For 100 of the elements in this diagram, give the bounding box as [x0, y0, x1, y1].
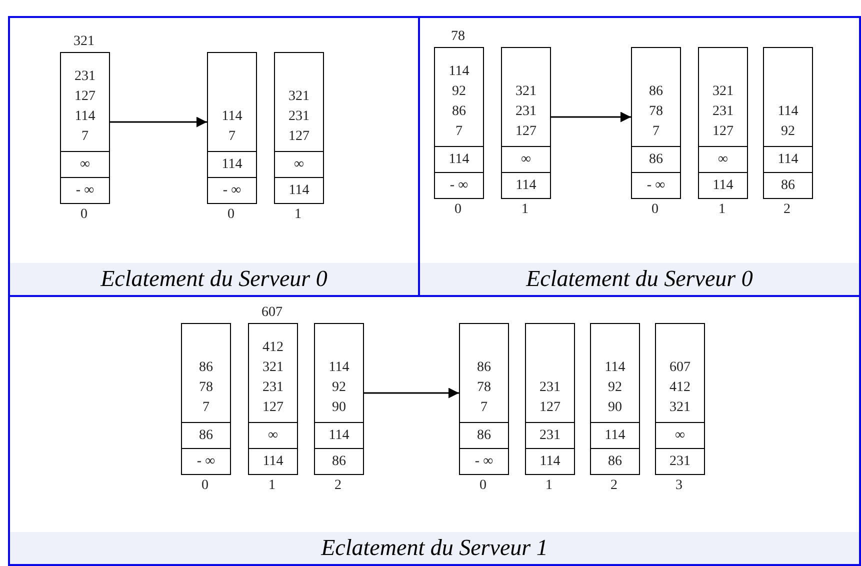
key-value: 321 — [516, 83, 536, 101]
bound-value: 114 — [315, 422, 363, 448]
bound-value: 114 — [275, 177, 323, 203]
bound-value: - ∞ — [182, 448, 230, 474]
key-value: 231 — [288, 108, 310, 126]
bound-value: ∞ — [249, 422, 297, 448]
bound-value: 114 — [526, 448, 574, 474]
bound-value: 114 — [208, 151, 256, 177]
key-value: 321 — [670, 399, 690, 417]
key-value: 607 — [670, 359, 690, 377]
key-value: 78 — [477, 379, 491, 397]
key-value: 231 — [540, 379, 560, 397]
bound-value: 114 — [764, 146, 812, 172]
key-value: 127 — [712, 123, 734, 141]
arrow — [364, 388, 459, 398]
key-value: 127 — [516, 123, 536, 141]
key-value: 114 — [222, 108, 242, 126]
caption-bar: Eclatement du Serveur 1 — [10, 532, 859, 564]
bucket-box — [248, 323, 298, 475]
key-value: 7 — [456, 123, 462, 141]
caption-bar: Eclatement du Serveur 0 — [420, 263, 859, 295]
bucket-box — [525, 323, 575, 475]
key-value: 78 — [199, 379, 213, 397]
arrow — [551, 112, 631, 122]
key-value: 231 — [712, 103, 734, 121]
bucket-box — [434, 47, 484, 199]
caption-bar: Eclatement du Serveur 0 — [10, 263, 418, 295]
panel-frame — [8, 295, 861, 566]
bound-value: 114 — [591, 422, 639, 448]
key-value: 231 — [262, 379, 284, 397]
bound-value: ∞ — [61, 151, 109, 177]
bound-value: ∞ — [502, 146, 550, 172]
bucket-box — [698, 47, 748, 199]
key-value: 7 — [228, 128, 236, 146]
bucket-number: 1 — [294, 207, 302, 223]
key-value: 92 — [781, 123, 795, 141]
bound-value: 114 — [502, 172, 550, 198]
key-value: 114 — [778, 103, 798, 121]
key-value: 412 — [670, 379, 690, 397]
key-value: 92 — [452, 83, 466, 101]
bound-value: ∞ — [656, 422, 704, 448]
overflow-key: 607 — [248, 305, 296, 321]
bound-value: 86 — [764, 172, 812, 198]
bound-value: 231 — [656, 448, 704, 474]
bucket-number: 0 — [454, 202, 462, 218]
key-value: 321 — [288, 88, 310, 106]
bucket-number: 0 — [650, 202, 660, 218]
key-value: 114 — [448, 63, 470, 81]
overflow-key: 321 — [60, 34, 108, 50]
key-value: 7 — [82, 128, 88, 146]
key-value: 114 — [328, 359, 350, 377]
panel-frame — [8, 16, 420, 297]
key-value: 7 — [480, 399, 488, 417]
overflow-key: 78 — [434, 29, 482, 45]
bucket-number: 3 — [674, 478, 684, 494]
key-value: 7 — [202, 399, 210, 417]
key-value: 78 — [649, 103, 663, 121]
bound-value: 86 — [182, 422, 230, 448]
bound-value: - ∞ — [435, 172, 483, 198]
bucket-number: 2 — [334, 478, 342, 494]
bound-value: 114 — [435, 146, 483, 172]
key-value: 92 — [332, 379, 346, 397]
bucket-box — [60, 52, 110, 204]
key-value: 114 — [604, 359, 626, 377]
bucket-number: 1 — [544, 478, 554, 494]
key-value: 86 — [452, 103, 466, 121]
key-value: 127 — [74, 88, 96, 106]
key-value: 92 — [608, 379, 622, 397]
key-value: 127 — [540, 399, 560, 417]
key-value: 90 — [332, 399, 346, 417]
bound-value: 231 — [526, 422, 574, 448]
bucket-number: 1 — [718, 202, 726, 218]
bound-value: - ∞ — [632, 172, 680, 198]
bucket-box — [501, 47, 551, 199]
key-value: 231 — [516, 103, 536, 121]
bound-value: 86 — [315, 448, 363, 474]
key-value: 321 — [712, 83, 734, 101]
bucket-box — [181, 323, 231, 475]
bucket-number: 0 — [226, 207, 236, 223]
bucket-box — [207, 52, 257, 204]
bucket-number: 0 — [80, 207, 88, 223]
key-value: 7 — [652, 123, 660, 141]
bucket-number: 1 — [520, 202, 530, 218]
bound-value: 86 — [460, 422, 508, 448]
bound-value: 86 — [591, 448, 639, 474]
bound-value: 114 — [699, 172, 747, 198]
bound-value: ∞ — [275, 151, 323, 177]
key-value: 86 — [199, 359, 213, 377]
bucket-box — [459, 323, 509, 475]
bucket-number: 0 — [478, 478, 488, 494]
bound-value: - ∞ — [208, 177, 256, 203]
arrow — [110, 116, 207, 128]
key-value: 90 — [608, 399, 622, 417]
bound-value: ∞ — [699, 146, 747, 172]
key-value: 321 — [262, 359, 284, 377]
key-value: 127 — [288, 128, 310, 146]
bucket-box — [274, 52, 324, 204]
bucket-box — [763, 47, 813, 199]
panel-frame — [418, 16, 861, 297]
bucket-box — [631, 47, 681, 199]
